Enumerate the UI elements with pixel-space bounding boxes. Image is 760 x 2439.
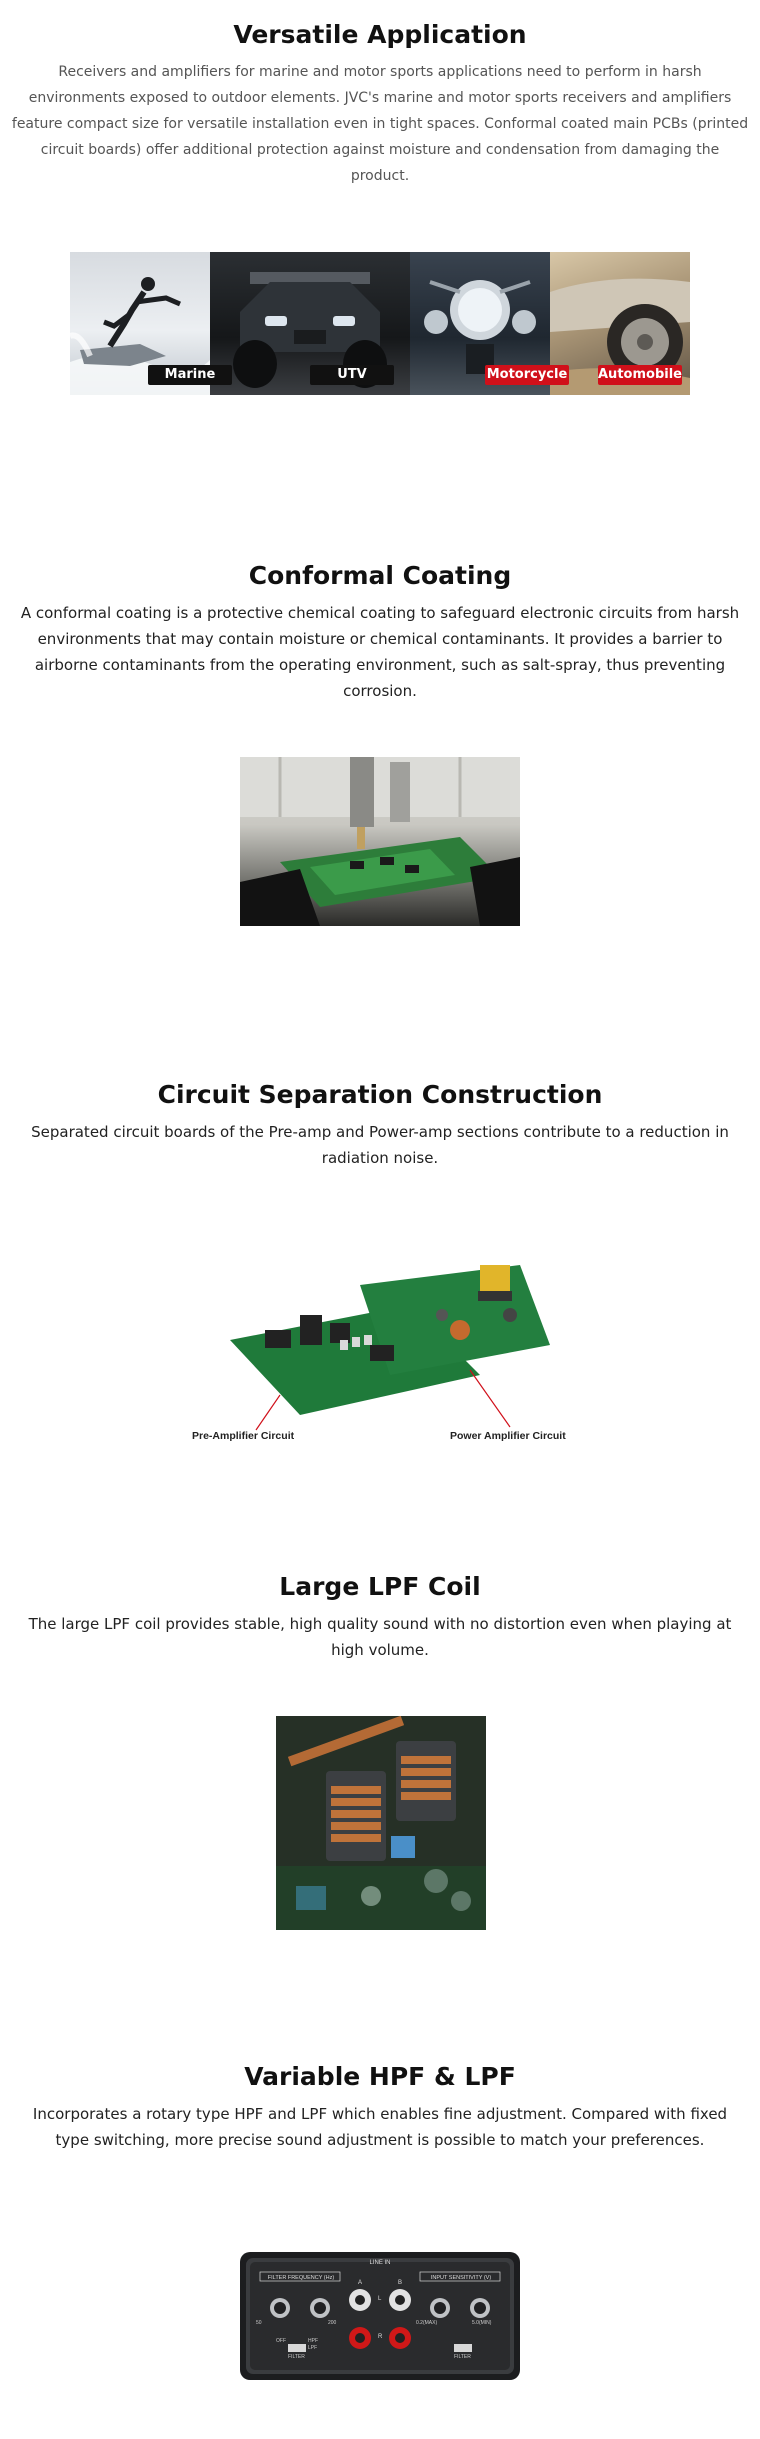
motorcycle-panel (410, 252, 550, 395)
filter-right-label: FILTER (454, 2354, 471, 2360)
channel-a-label: A (358, 2280, 363, 2286)
motorcycle-label: Motorcycle (485, 365, 569, 385)
automobile-icon (550, 278, 690, 395)
section-body: Receivers and amplifiers for marine and … (11, 64, 749, 184)
amp-panel-icon (240, 2252, 520, 2380)
marine-panel (70, 252, 210, 395)
hpf-label: HPF (308, 2338, 318, 2344)
channel-l-label: L (378, 2296, 382, 2302)
circuit-boards-photo: Pre-Amplifier Circuit Power Amplifier Ci… (180, 1245, 580, 1445)
coating-machine-icon (240, 757, 520, 926)
section-title: Conformal Coating (248, 561, 512, 590)
pre-amp-caption: Pre-Amplifier Circuit (192, 1430, 295, 1442)
power-amp-caption: Power Amplifier Circuit (450, 1430, 566, 1442)
utv-label: UTV (310, 365, 394, 385)
sensitivity-max-label: 5.0(MIN) (472, 2320, 492, 2326)
filter-left-label: FILTER (288, 2354, 305, 2360)
marine-label: Marine (148, 365, 232, 385)
channel-r-label: R (378, 2334, 383, 2340)
section-body: Incorporates a rotary type HPF and LPF w… (32, 2105, 728, 2149)
section-circuit-separation: Circuit Separation Construction Separate… (0, 1080, 760, 1171)
section-variable-filter: Variable HPF & LPF Incorporates a rotary… (0, 2062, 760, 2153)
channel-b-label: B (398, 2280, 403, 2286)
coil-icon (276, 1716, 486, 1930)
automobile-label: Automobile (598, 365, 682, 385)
section-title: Versatile Application (233, 20, 527, 49)
sensitivity-min-label: 0.2(MAX) (416, 2320, 438, 2326)
section-body: A conformal coating is a protective chem… (20, 604, 740, 700)
max-frequency-label: 200 (328, 2320, 337, 2326)
lpf-coil-photo (276, 1716, 486, 1930)
section-versatile: Versatile Application Receivers and ampl… (0, 20, 760, 189)
section-title: Large LPF Coil (279, 1572, 481, 1601)
application-banner: Marine UTV Motorcycle Automobile (70, 252, 690, 395)
circuit-boards-icon (230, 1265, 550, 1431)
section-conformal: Conformal Coating A conformal coating is… (0, 561, 760, 704)
conformal-coating-photo (240, 757, 520, 926)
section-title: Circuit Separation Construction (157, 1080, 603, 1109)
line-in-header: LINE IN (369, 2260, 391, 2266)
section-body: The large LPF coil provides stable, high… (28, 1615, 732, 1659)
lpf-label: LPF (308, 2345, 318, 2351)
section-lpf-coil: Large LPF Coil The large LPF coil provid… (0, 1572, 760, 1663)
min-frequency-label: 50 (256, 2320, 262, 2326)
filter-frequency-header: FILTER FREQUENCY (Hz) (267, 2275, 335, 2281)
section-title: Variable HPF & LPF (244, 2062, 516, 2091)
section-body: Separated circuit boards of the Pre-amp … (31, 1123, 729, 1167)
amp-control-panel-photo: FILTER FREQUENCY (Hz) LINE IN INPUT SENS… (240, 2248, 520, 2382)
off-label: OFF (276, 2338, 286, 2344)
input-sensitivity-header: INPUT SENSITIVITY (V) (430, 2275, 492, 2281)
